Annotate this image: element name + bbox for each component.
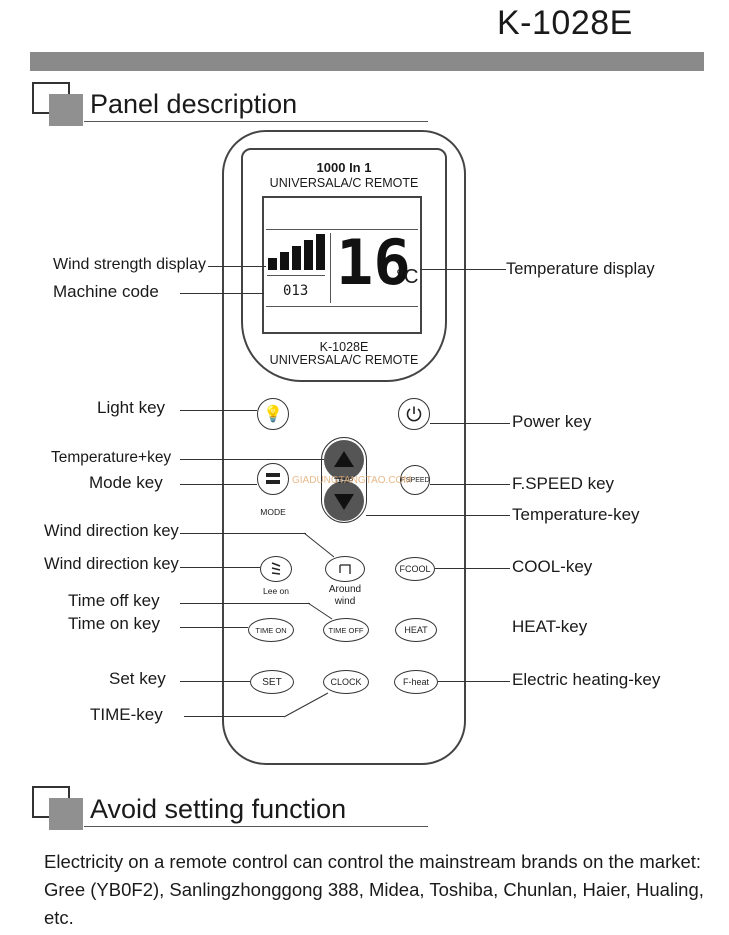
temp-label: TEMP <box>334 478 354 485</box>
leader-line <box>208 266 266 267</box>
mode-label: MODE <box>260 507 286 517</box>
section-rule <box>84 826 428 827</box>
remote-bottom-subtitle: UNIVERSALA/C REMOTE <box>269 353 419 367</box>
callout-heat-key: HEAT-key <box>512 617 588 636</box>
leader-line <box>366 515 510 516</box>
section-title-panel: Panel description <box>90 89 298 119</box>
leader-line-diagonal <box>307 602 333 620</box>
callout-power-key: Power key <box>512 412 592 431</box>
leader-line <box>420 269 506 270</box>
around-label-2: wind <box>334 596 356 607</box>
callout-mode-key: Mode key <box>89 473 163 492</box>
callout-fspeed-key: F.SPEED key <box>512 474 615 493</box>
leader-line <box>180 459 324 460</box>
watermark-text: GIADUNGTANGTAO.COM <box>292 475 412 486</box>
remote-head-panel <box>241 148 447 382</box>
light-bulb-icon: 💡 <box>263 406 283 423</box>
light-button[interactable]: 💡 <box>257 398 289 430</box>
callout-set-key: Set key <box>109 669 166 688</box>
section-rule <box>84 121 428 122</box>
leader-line <box>180 410 257 411</box>
f-heat-button[interactable]: F-heat <box>394 670 438 694</box>
time-off-button[interactable]: TIME OFF <box>323 618 369 642</box>
callout-wind-direction-1: Wind direction key <box>44 522 179 540</box>
remote-top-title: 1000 In 1 <box>316 160 372 175</box>
leader-line <box>180 627 248 628</box>
lee-on-label: Lee on <box>263 586 289 596</box>
around-label-1: Around <box>328 584 362 595</box>
signal-bar <box>304 240 313 270</box>
callout-time-key: TIME-key <box>90 705 163 724</box>
leader-line-diagonal <box>283 692 329 718</box>
swing-icon <box>271 562 281 575</box>
callout-temperature-display: Temperature display <box>506 260 655 278</box>
leader-line <box>180 484 257 485</box>
signal-bar <box>268 258 277 270</box>
leader-line <box>435 568 510 569</box>
mode-button[interactable] <box>257 463 289 495</box>
leader-line <box>180 293 264 294</box>
machine-code-readout: 013 <box>283 283 309 299</box>
lcd-inner-band <box>266 229 418 307</box>
arrow-up-icon <box>334 451 354 467</box>
callout-wind-strength: Wind strength display <box>53 256 206 273</box>
callout-time-off-key: Time off key <box>68 591 160 610</box>
around-wind-button[interactable] <box>325 556 365 582</box>
temperature-up-button[interactable] <box>324 440 364 480</box>
heat-button[interactable]: HEAT <box>395 618 437 642</box>
signal-bar <box>316 234 325 270</box>
header-bar <box>30 52 704 71</box>
callout-cool-key: COOL-key <box>512 557 593 576</box>
leader-line <box>430 423 510 424</box>
arrow-down-icon <box>334 494 354 510</box>
around-wind-icon <box>339 564 351 574</box>
section-square-icon <box>32 786 84 830</box>
leader-line <box>184 716 284 717</box>
power-icon <box>406 406 422 422</box>
temperature-unit: °C <box>396 266 419 288</box>
leader-line-diagonal <box>303 532 335 558</box>
fcool-button[interactable]: FCOOL <box>395 557 435 581</box>
callout-electric-heating: Electric heating-key <box>512 670 661 689</box>
remote-top-subtitle: UNIVERSALA/C REMOTE <box>269 176 419 190</box>
lee-on-button[interactable] <box>260 556 292 582</box>
signal-bar <box>292 246 301 270</box>
callout-temperature-plus: Temperature+key <box>51 449 172 466</box>
signal-bar <box>280 252 289 270</box>
section-square-icon <box>32 82 84 126</box>
leader-line <box>180 533 306 534</box>
temperature-down-button[interactable] <box>324 481 364 521</box>
time-on-button[interactable]: TIME ON <box>248 618 294 642</box>
remote-model-text: K-1028E <box>319 340 369 354</box>
power-button[interactable] <box>398 398 430 430</box>
description-paragraph: Electricity on a remote control can cont… <box>44 851 704 928</box>
callout-time-on-key: Time on key <box>68 614 160 633</box>
callout-machine-code: Machine code <box>53 282 159 301</box>
set-button[interactable]: SET <box>250 670 294 694</box>
mode-icon <box>266 473 280 484</box>
leader-line <box>180 603 310 604</box>
leader-line <box>180 567 260 568</box>
temperature-readout: 16 <box>336 226 411 299</box>
section-title-avoid: Avoid setting function <box>90 794 347 824</box>
clock-button[interactable]: CLOCK <box>323 670 369 694</box>
lcd-display <box>262 196 422 334</box>
leader-line <box>180 681 250 682</box>
callout-temperature-minus: Temperature-key <box>512 505 640 524</box>
model-title: K-1028E <box>497 4 633 42</box>
leader-line <box>438 681 510 682</box>
callout-light-key: Light key <box>97 398 166 417</box>
leader-line <box>430 484 510 485</box>
fspeed-button[interactable]: F.SPEED <box>400 465 430 495</box>
callout-wind-direction-2: Wind direction key <box>44 555 179 573</box>
